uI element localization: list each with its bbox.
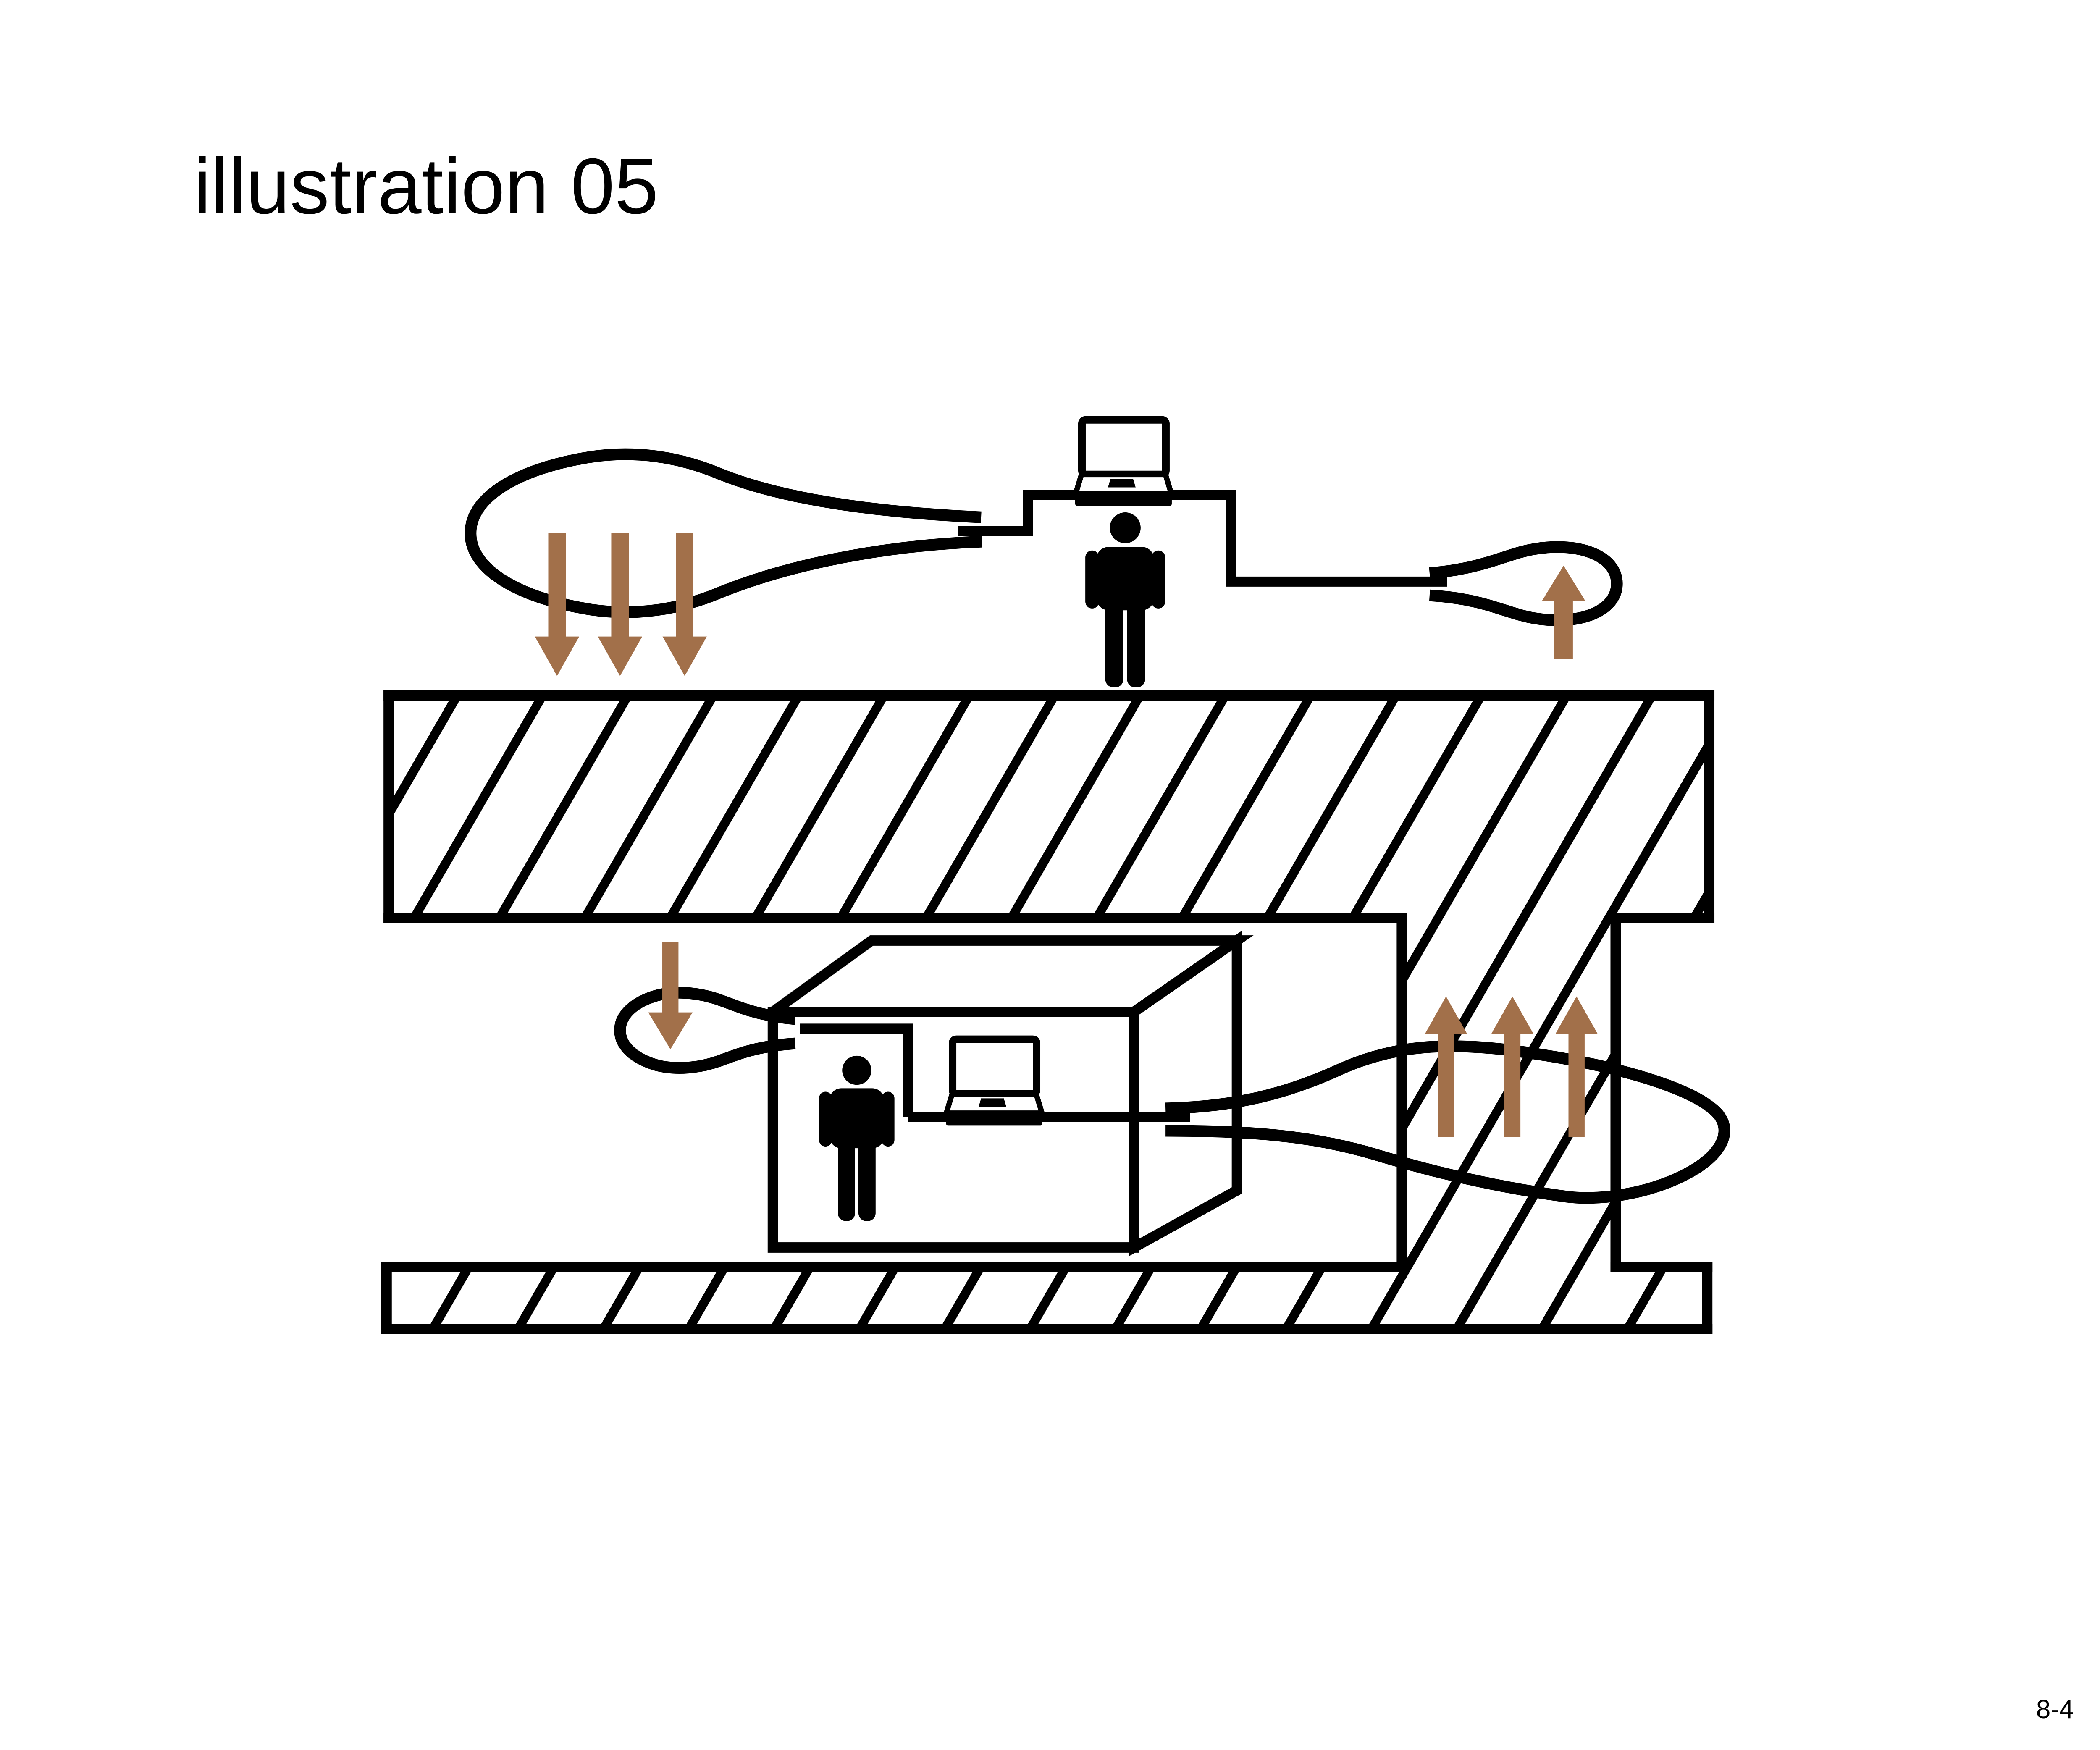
balloon-top-right [1429,541,1623,626]
balloon-loop-right [1165,1040,1730,1204]
wire-top-right [1170,490,1447,587]
balloon-room-left [614,987,796,1074]
down-arrow-room-left [648,942,693,1049]
bottom-floor-slab [381,1262,1713,1334]
down-arrows-top-left [535,533,707,676]
room-box-front-face [767,1007,1139,1253]
column [1396,913,1621,1272]
top-floor-slab [383,690,1715,923]
room-box [756,930,1254,1257]
balloon-top-left [465,448,982,618]
wire-top-left [958,490,1078,536]
up-arrows-column [1425,996,1598,1137]
page-number: 8-4 [2036,1695,2074,1724]
laptop-room-icon [946,1039,1042,1126]
up-arrow-top-right [1542,565,1586,659]
laptop-top-icon [1075,420,1172,506]
page-title: illustration 05 [193,142,658,230]
